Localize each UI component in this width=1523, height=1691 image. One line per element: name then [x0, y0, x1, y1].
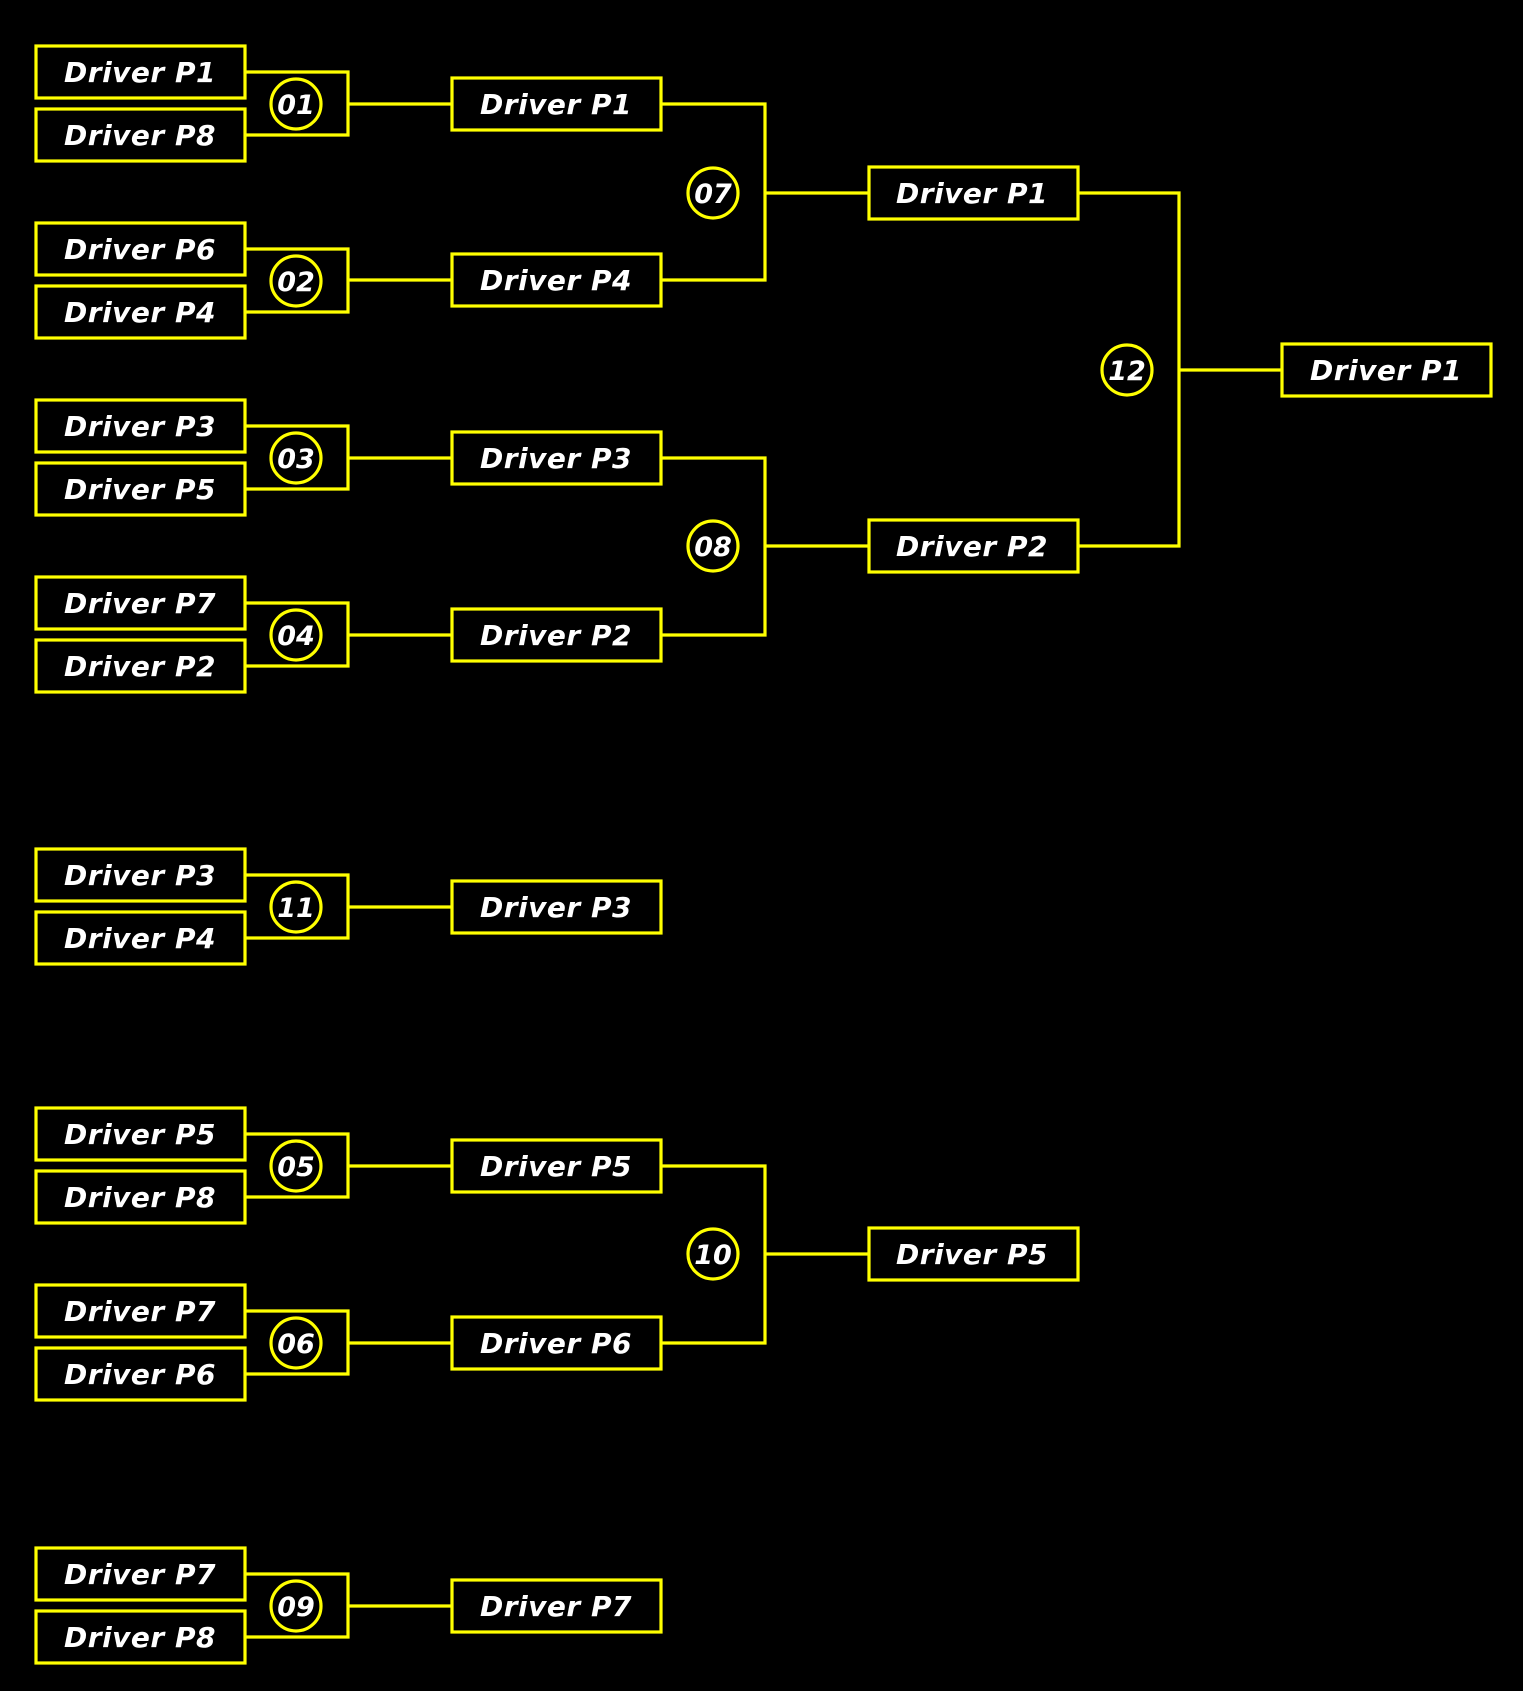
- match-number-badge: 04: [269, 608, 323, 662]
- match-number-badge: 09: [269, 1579, 323, 1633]
- match-number-badge: 10: [686, 1227, 740, 1281]
- match-number: 11: [277, 893, 315, 924]
- connector-match-01: [245, 70, 452, 137]
- winner-label: Driver P1: [480, 88, 632, 121]
- winner-label: Driver P5: [896, 1238, 1048, 1271]
- winner-label: Driver P1: [896, 177, 1048, 210]
- match-number-badge: 12: [1100, 343, 1154, 397]
- semifinal-winner-slot: Driver P2: [867, 518, 1080, 574]
- connector-match-02: [245, 247, 452, 314]
- connector-match-10: [661, 1164, 869, 1345]
- semifinal-winner-slot: Driver P5: [867, 1226, 1080, 1282]
- driver-label: Driver P5: [64, 473, 216, 506]
- connector-match-05: [245, 1132, 452, 1199]
- driver-slot: Driver P7: [34, 575, 247, 631]
- winner-slot: Driver P6: [450, 1315, 663, 1371]
- driver-slot: Driver P5: [34, 1106, 247, 1162]
- driver-label: Driver P4: [64, 296, 216, 329]
- match-number: 05: [277, 1152, 315, 1183]
- match-number-badge: 05: [269, 1139, 323, 1193]
- match-number-badge: 06: [269, 1316, 323, 1370]
- driver-slot: Driver P6: [34, 221, 247, 277]
- driver-slot: Driver P7: [34, 1546, 247, 1602]
- winner-slot: Driver P2: [450, 607, 663, 663]
- winner-label: Driver P5: [480, 1150, 632, 1183]
- driver-slot: Driver P4: [34, 910, 247, 966]
- match-number-badge: 03: [269, 431, 323, 485]
- match-number-badge: 08: [686, 519, 740, 573]
- driver-slot: Driver P5: [34, 461, 247, 517]
- match-number: 07: [694, 179, 732, 210]
- driver-label: Driver P5: [64, 1118, 216, 1151]
- winner-label: Driver P7: [480, 1590, 632, 1623]
- champion-slot: Driver P1: [1280, 342, 1493, 398]
- driver-label: Driver P1: [64, 56, 216, 89]
- match-number: 02: [277, 267, 315, 298]
- connector-match-11: [245, 873, 452, 940]
- winner-slot: Driver P4: [450, 252, 663, 308]
- driver-label: Driver P3: [64, 859, 216, 892]
- winner-label: Driver P3: [480, 442, 632, 475]
- driver-slot: Driver P3: [34, 398, 247, 454]
- match-number: 10: [694, 1240, 732, 1271]
- winner-label: Driver P2: [896, 530, 1048, 563]
- driver-slot: Driver P8: [34, 1609, 247, 1665]
- driver-label: Driver P4: [64, 922, 216, 955]
- driver-slot: Driver P8: [34, 107, 247, 163]
- winner-label: Driver P4: [480, 264, 632, 297]
- match-number: 03: [277, 444, 315, 475]
- match-number: 09: [277, 1592, 315, 1623]
- winner-slot: Driver P1: [450, 76, 663, 132]
- connector-match-03: [245, 424, 452, 491]
- driver-label: Driver P8: [64, 1181, 216, 1214]
- driver-slot: Driver P2: [34, 638, 247, 694]
- driver-label: Driver P8: [64, 119, 216, 152]
- driver-slot: Driver P3: [34, 847, 247, 903]
- winner-slot: Driver P7: [450, 1578, 663, 1634]
- match-number-badge: 11: [269, 880, 323, 934]
- connector-match-12: [1078, 191, 1282, 548]
- match-number: 04: [277, 621, 315, 652]
- match-number-badge: 02: [269, 254, 323, 308]
- driver-label: Driver P6: [64, 233, 216, 266]
- winner-label: Driver P6: [480, 1327, 632, 1360]
- match-number: 01: [277, 90, 315, 121]
- connector-match-07: [661, 102, 869, 282]
- match-number-badge: 07: [686, 166, 740, 220]
- driver-label: Driver P8: [64, 1621, 216, 1654]
- winner-slot: Driver P3: [450, 879, 663, 935]
- driver-label: Driver P6: [64, 1358, 216, 1391]
- semifinal-winner-slot: Driver P1: [867, 165, 1080, 221]
- match-number-badge: 01: [269, 77, 323, 131]
- connector-match-09: [245, 1572, 452, 1639]
- driver-label: Driver P7: [64, 1295, 216, 1328]
- driver-slot: Driver P7: [34, 1283, 247, 1339]
- connector-match-08: [661, 456, 869, 637]
- driver-label: Driver P3: [64, 410, 216, 443]
- match-number: 08: [694, 532, 732, 563]
- driver-label: Driver P7: [64, 1558, 216, 1591]
- winner-label: Driver P2: [480, 619, 632, 652]
- connector-match-04: [245, 601, 452, 668]
- winner-slot: Driver P5: [450, 1138, 663, 1194]
- driver-label: Driver P7: [64, 587, 216, 620]
- connector-match-06: [245, 1309, 452, 1376]
- match-number: 12: [1108, 356, 1146, 387]
- winner-slot: Driver P3: [450, 430, 663, 486]
- match-number: 06: [277, 1329, 315, 1360]
- driver-slot: Driver P8: [34, 1169, 247, 1225]
- driver-slot: Driver P4: [34, 284, 247, 340]
- driver-label: Driver P2: [64, 650, 216, 683]
- winner-label: Driver P3: [480, 891, 632, 924]
- bracket-connectors: [245, 70, 1282, 1639]
- driver-slot: Driver P6: [34, 1346, 247, 1402]
- champion-label: Driver P1: [1310, 354, 1462, 387]
- driver-slot: Driver P1: [34, 44, 247, 100]
